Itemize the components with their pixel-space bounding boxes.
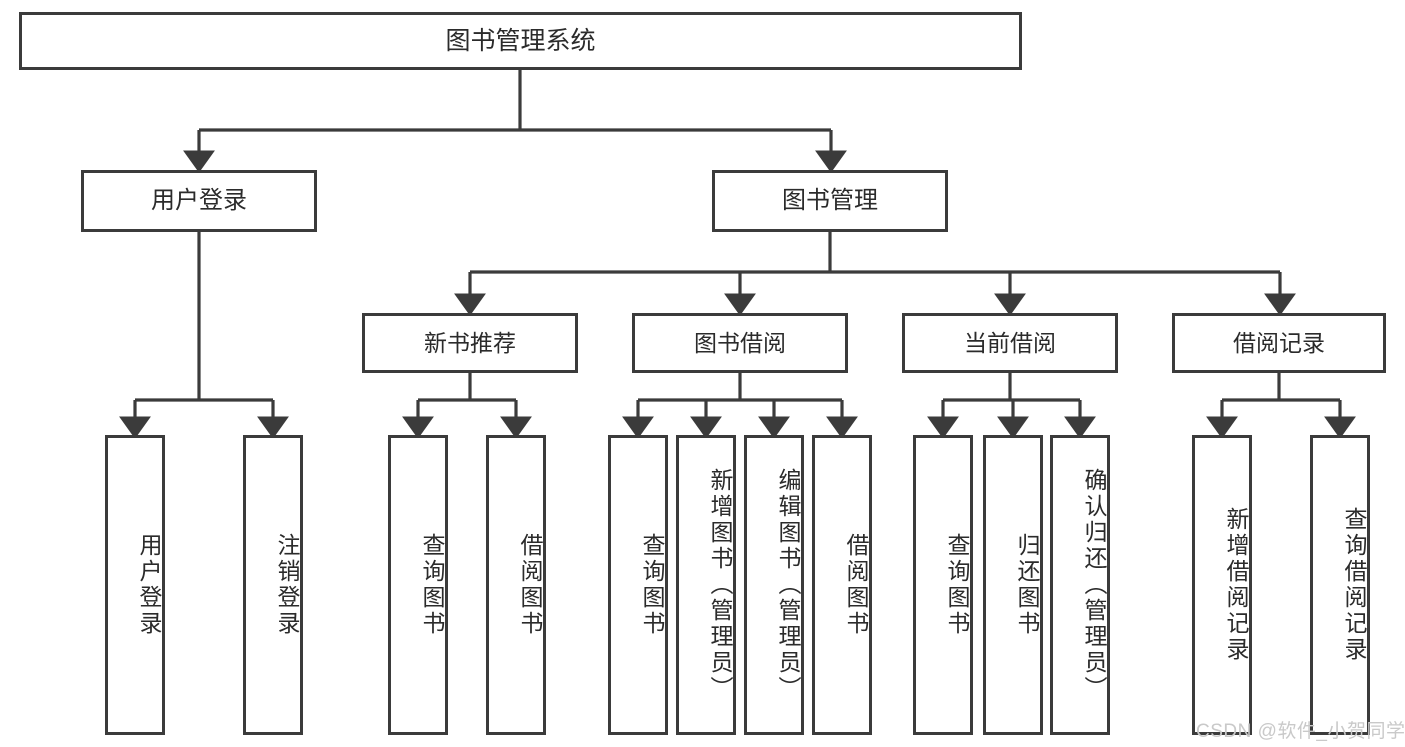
node-leaf-query-book-2[interactable]: 查询图书 [608,435,668,735]
node-leaf-query-borrow-record[interactable]: 查询借阅记录 [1310,435,1370,735]
node-user-login[interactable]: 用户登录 [81,170,317,232]
node-leaf-edit-book-admin[interactable]: 编辑图书（管理员） [744,435,804,735]
node-current-borrow-label: 当前借阅 [964,329,1056,356]
node-leaf-add-borrow-record[interactable]: 新增借阅记录 [1192,435,1252,735]
node-book-borrow[interactable]: 图书借阅 [632,313,848,373]
node-borrow-record[interactable]: 借阅记录 [1172,313,1386,373]
node-leaf-query-book-2-label: 查询图书 [639,533,665,637]
node-leaf-borrow-book-2[interactable]: 借阅图书 [812,435,872,735]
node-book-management-label: 图书管理 [782,187,878,215]
node-current-borrow[interactable]: 当前借阅 [902,313,1118,373]
node-leaf-user-login[interactable]: 用户登录 [105,435,165,735]
node-borrow-record-label: 借阅记录 [1233,329,1325,356]
node-leaf-query-borrow-record-label: 查询借阅记录 [1341,507,1367,663]
node-book-borrow-label: 图书借阅 [694,329,786,356]
node-leaf-borrow-book-1[interactable]: 借阅图书 [486,435,546,735]
node-leaf-logout-login-label: 注销登录 [274,533,300,637]
node-leaf-add-book-admin-label: 新增图书（管理员） [707,468,733,702]
node-leaf-return-book[interactable]: 归还图书 [983,435,1043,735]
node-root-system[interactable]: 图书管理系统 [19,12,1022,70]
node-leaf-edit-book-admin-label: 编辑图书（管理员） [775,468,801,702]
node-new-book-recommend-label: 新书推荐 [424,329,516,356]
node-user-login-label: 用户登录 [151,187,247,215]
node-new-book-recommend[interactable]: 新书推荐 [362,313,578,373]
node-leaf-borrow-book-2-label: 借阅图书 [843,533,869,637]
node-leaf-user-login-label: 用户登录 [136,533,162,637]
node-leaf-confirm-return-admin-label: 确认归还（管理员） [1081,468,1107,702]
node-leaf-query-book-3-label: 查询图书 [944,533,970,637]
node-leaf-return-book-label: 归还图书 [1014,533,1040,637]
csdn-watermark: CSDN @软件_小贺同学 [1196,721,1405,742]
node-book-management[interactable]: 图书管理 [712,170,948,232]
node-leaf-add-book-admin[interactable]: 新增图书（管理员） [676,435,736,735]
node-leaf-borrow-book-1-label: 借阅图书 [517,533,543,637]
node-leaf-query-book-3[interactable]: 查询图书 [913,435,973,735]
node-leaf-logout-login[interactable]: 注销登录 [243,435,303,735]
node-leaf-query-book-1[interactable]: 查询图书 [388,435,448,735]
node-leaf-confirm-return-admin[interactable]: 确认归还（管理员） [1050,435,1110,735]
node-root-label: 图书管理系统 [445,26,596,55]
node-leaf-query-book-1-label: 查询图书 [419,533,445,637]
node-leaf-add-borrow-record-label: 新增借阅记录 [1223,507,1249,663]
